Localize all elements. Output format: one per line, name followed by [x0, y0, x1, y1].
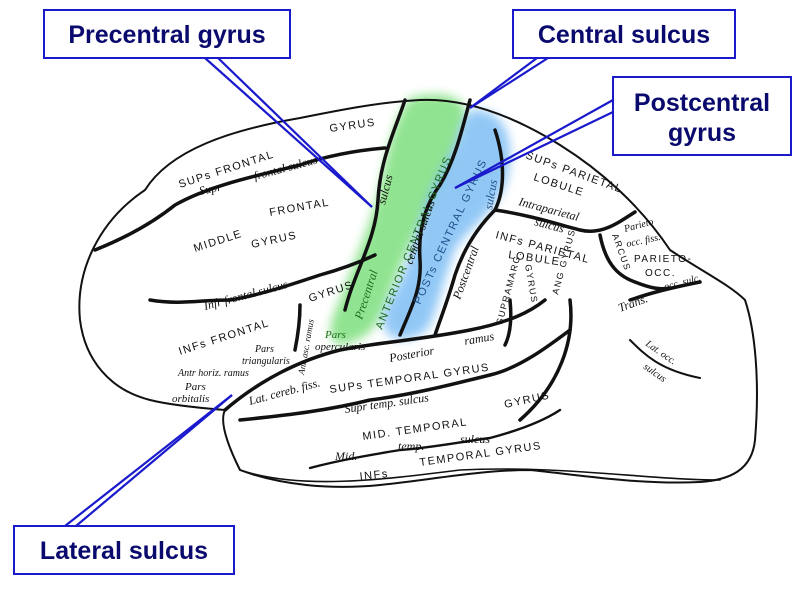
pointer-lateral: [64, 394, 233, 527]
label-inf-temporal-1: INFs: [359, 468, 389, 483]
label-parieto-occ-fiss-2: occ. fiss.: [625, 232, 661, 250]
label-pars-orbitalis-1: Pars: [184, 381, 206, 393]
sup-frontal-sulcus-line: [93, 146, 387, 252]
callout-postcentral-text-2: gyrus: [667, 119, 737, 147]
callout-central-sulcus: Central sulcus: [512, 9, 736, 59]
intraparietal-sulcus-line: [493, 208, 637, 233]
pointer-precentral: [204, 57, 373, 208]
label-supr: Supr: [198, 179, 223, 197]
label-middle: MIDDLE: [192, 228, 244, 255]
label-sup-temp-sulcus: Supr temp. sulcus: [343, 390, 429, 416]
callout-lateral-text: Lateral sulcus: [39, 537, 209, 565]
mid-temporal-sulcus-line: [308, 408, 562, 470]
label-parieto-occ-1: PARIETO-: [634, 254, 692, 265]
pointer-postcentral: [454, 99, 614, 189]
parieto-occ-boundary: [598, 233, 672, 291]
label-frontal: FRONTAL: [268, 197, 330, 219]
label-parieto-occ-2: OCC.: [645, 268, 676, 279]
callout-postcentral-gyrus: Postcentral gyrus: [612, 76, 792, 156]
label-pars-triangularis-1: Pars: [254, 344, 274, 355]
precentral-sulcus-line: [343, 98, 407, 312]
label-trans-occ-sulc-1: Trans.: [616, 291, 649, 315]
brain-outline: [78, 98, 758, 488]
label-mid-temp-sulcus-1: Mid.: [334, 449, 357, 463]
pointer-central: [469, 57, 549, 109]
ang-sulcus-line: [518, 298, 573, 422]
label-pars-triangularis-2: triangularis: [242, 356, 290, 367]
label-lat-occ-sulcus-2: sulcus: [641, 361, 668, 384]
supramarg-sulcus-line: [503, 298, 513, 347]
label-mid-temp-sulcus-2: temp.: [398, 439, 424, 453]
label-mid-temporal-gyrus-2: GYRUS: [503, 390, 551, 411]
label-gyrus-mid: GYRUS: [250, 230, 298, 251]
sup-temporal-sulcus-line: [238, 328, 572, 422]
label-lat-cereb-fiss: Lat. cereb. fiss.: [246, 375, 321, 408]
label-gyrus-top: GYRUS: [329, 117, 377, 135]
label-pars-opercularis-1: Pars: [324, 329, 346, 341]
label-ant-horiz-ramus: Antr horiz. ramus: [177, 368, 249, 379]
label-mid-temp-sulcus-3: sulcus: [460, 432, 490, 446]
precentral-gyrus-highlight: [330, 94, 466, 345]
ant-asc-ramus-line: [293, 303, 302, 352]
label-pars-orbitalis-2: orbitalis: [172, 393, 209, 405]
inf-frontal-sulcus-line: [148, 253, 377, 304]
lat-occ-sulcus-line: [629, 339, 701, 379]
label-supramarg-2: GYRUS: [523, 264, 540, 305]
label-parieto-occ-fiss-1: Parieto: [622, 217, 655, 236]
postcentral-sulcus-line: [433, 128, 505, 337]
callout-precentral-text: Precentral gyrus: [68, 21, 266, 49]
label-postcentral-sulcus-2: sulcus: [481, 178, 500, 210]
callout-postcentral-text-1: Postcentral: [633, 89, 771, 117]
label-sup-temporal-gyrus: SUPs TEMPORAL GYRUS: [329, 362, 491, 396]
callout-central-text: Central sulcus: [537, 21, 711, 49]
label-posterior-ramus-1: Posterior: [387, 343, 435, 365]
label-posterior-ramus-2: ramus: [463, 329, 495, 348]
callout-precentral-gyrus: Precentral gyrus: [43, 9, 291, 59]
label-pars-opercularis-2: opercularis: [315, 341, 365, 353]
central-sulcus-line: [398, 98, 472, 337]
temporal-lobe-lower-edge: [239, 468, 721, 483]
trans-occ-sulcus-line: [628, 280, 702, 302]
callout-lateral-sulcus: Lateral sulcus: [13, 525, 235, 575]
label-inf-frontal-sulcus: Infr frontal sulcus: [201, 277, 289, 313]
postcentral-gyrus-highlight: [382, 109, 511, 340]
